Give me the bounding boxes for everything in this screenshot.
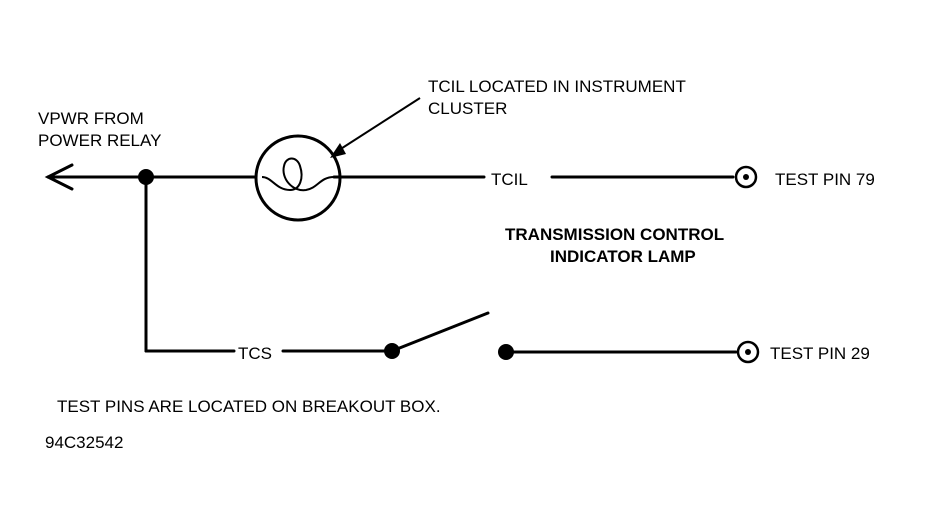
breakout-box-note: TEST PINS ARE LOCATED ON BREAKOUT BOX. xyxy=(57,397,441,416)
lamp-leader-line xyxy=(335,97,421,153)
test-pin-79-label: TEST PIN 79 xyxy=(775,170,875,189)
test-pin-29-terminal xyxy=(736,340,760,364)
vpwr-label-line2: POWER RELAY xyxy=(38,131,161,150)
vpwr-label-line1: VPWR FROM xyxy=(38,109,144,128)
leader-arrowhead xyxy=(330,143,346,158)
tcil-wire-label: TCIL xyxy=(491,170,528,189)
open-switch-icon xyxy=(384,311,514,360)
figure-id: 94C32542 xyxy=(45,433,123,452)
indicator-lamp-icon xyxy=(254,134,342,222)
test-pin-29-label: TEST PIN 29 xyxy=(770,344,870,363)
test-pin-79-terminal xyxy=(734,165,758,189)
tcs-wire-label: TCS xyxy=(238,344,272,363)
lamp-title-line2: INDICATOR LAMP xyxy=(550,247,696,266)
lamp-title-line1: TRANSMISSION CONTROL xyxy=(505,225,724,244)
tcil-location-line1: TCIL LOCATED IN INSTRUMENT xyxy=(428,77,686,96)
tcil-location-line2: CLUSTER xyxy=(428,99,507,118)
